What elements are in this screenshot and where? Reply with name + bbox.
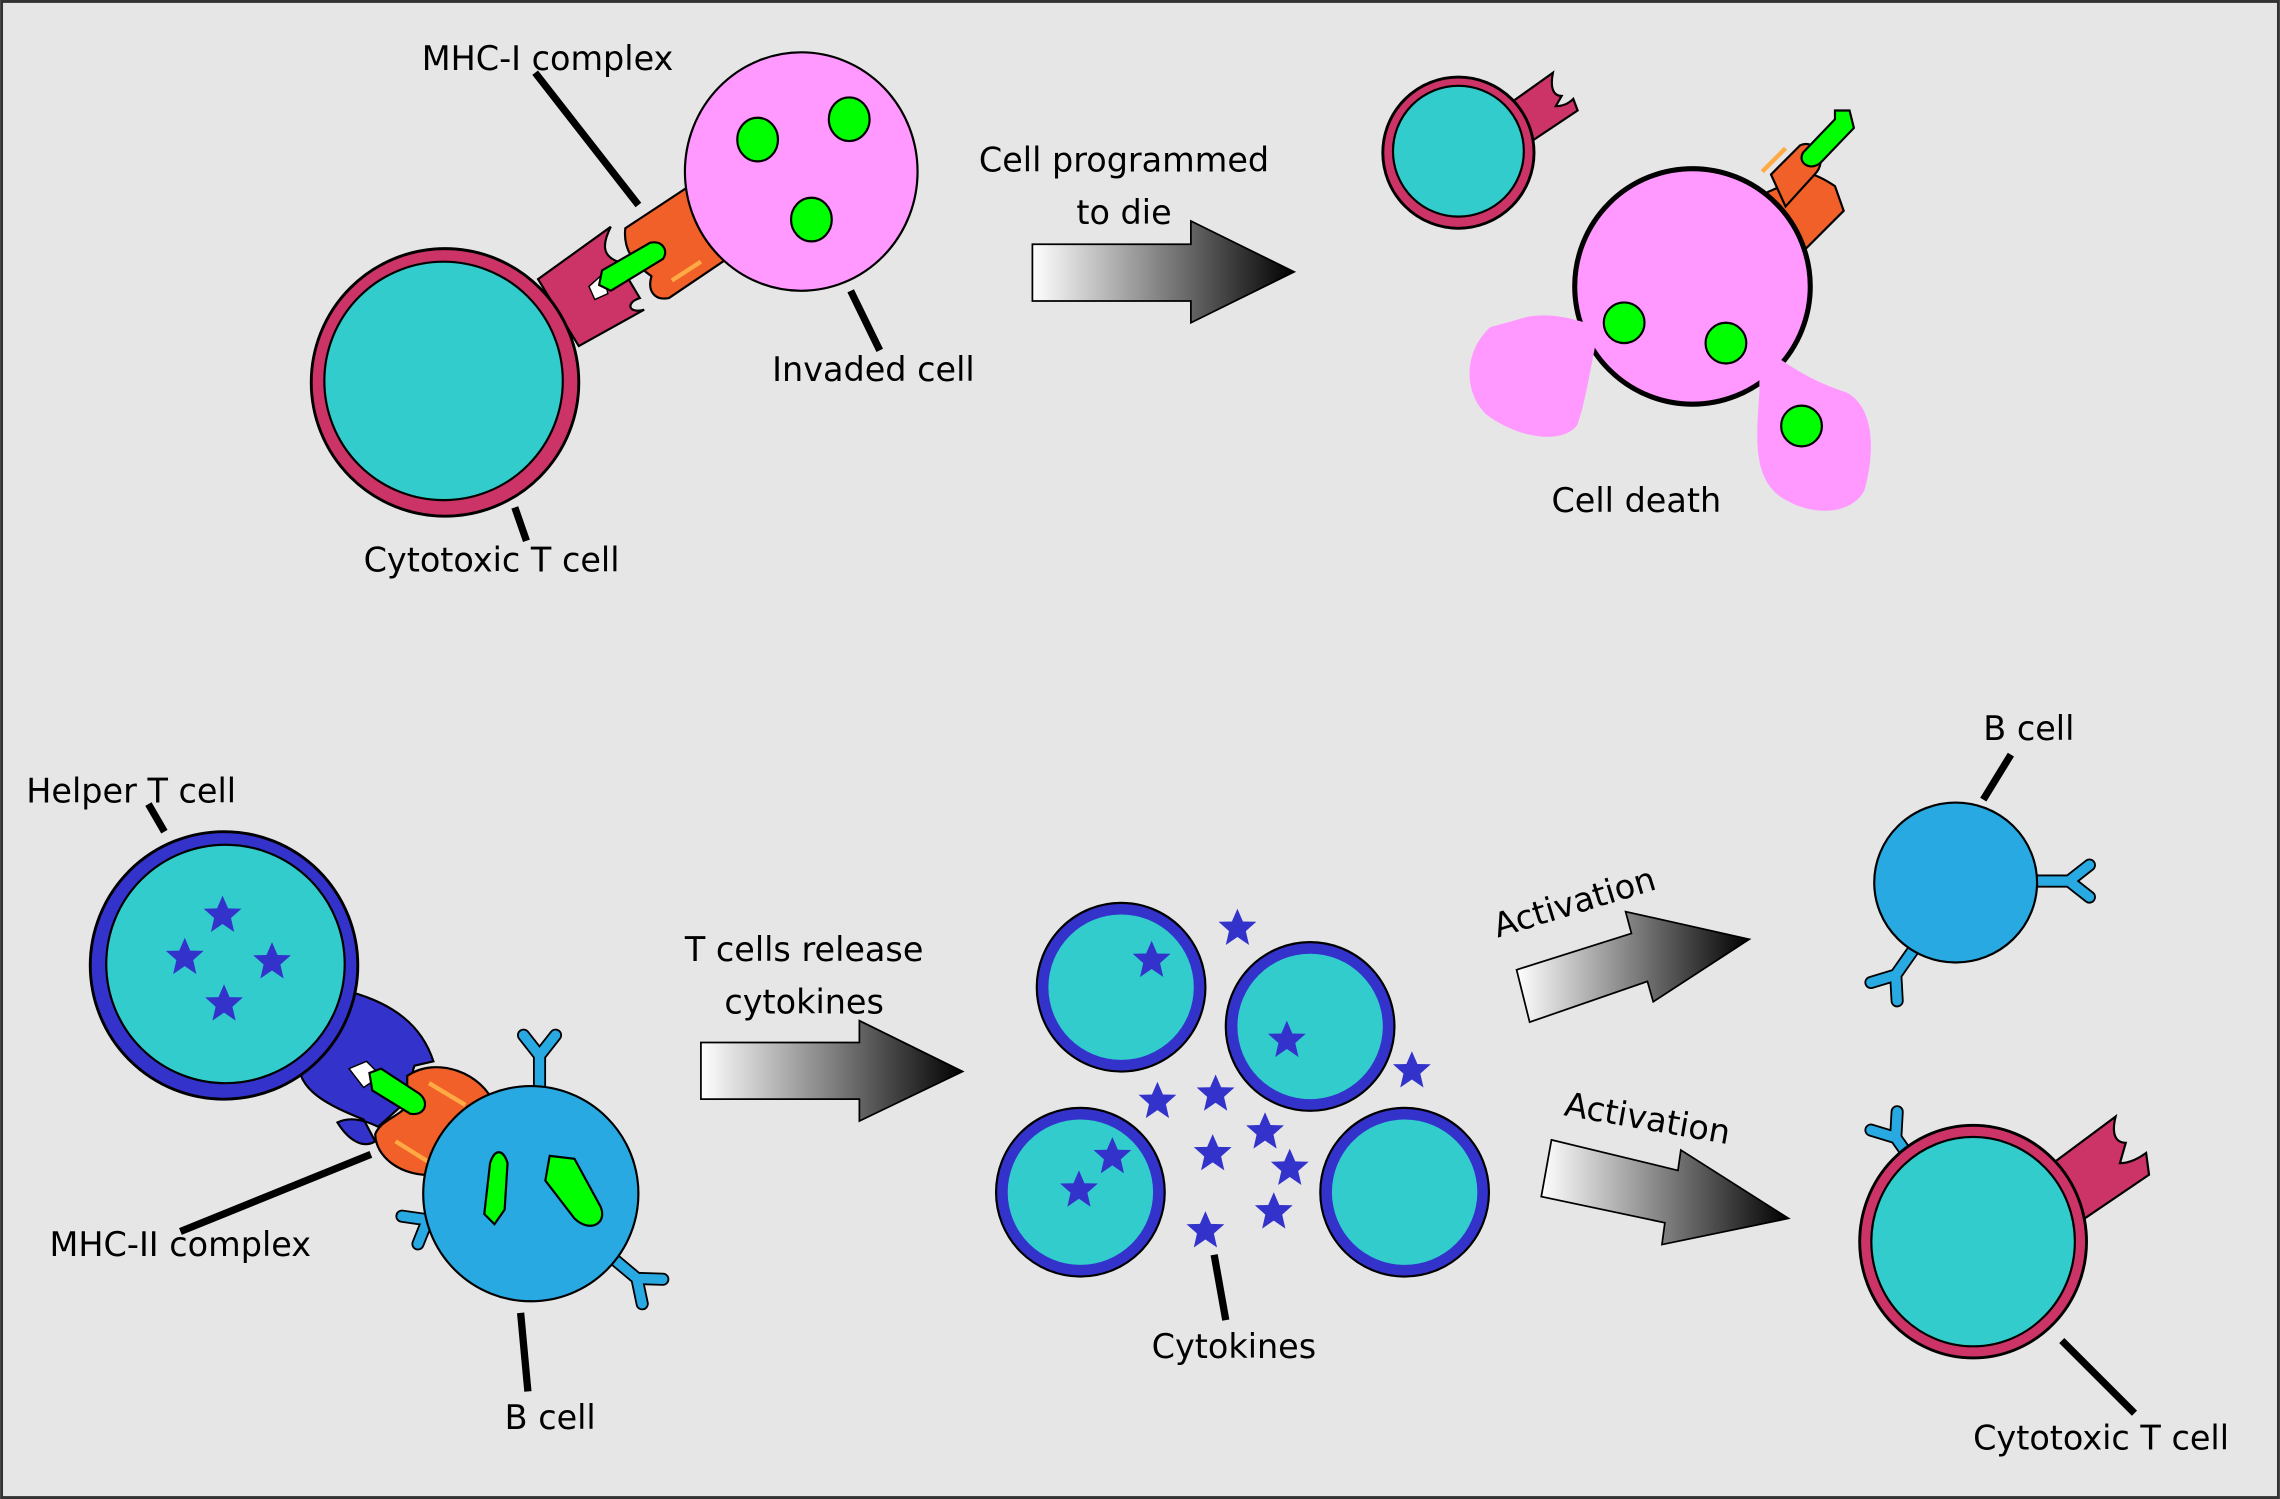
leader-line bbox=[511, 506, 530, 543]
leader-line bbox=[2059, 1337, 2138, 1416]
leader-line bbox=[847, 289, 884, 352]
pathogen bbox=[1780, 404, 1823, 448]
label-process-line1: Cell programmed bbox=[979, 141, 1269, 180]
leader-line bbox=[1980, 752, 2015, 802]
dying-cell bbox=[1469, 109, 1871, 511]
label-result-cytotoxic-t-cell: Cytotoxic T cell bbox=[1973, 1419, 2229, 1458]
label-helper-t-cell: Helper T cell bbox=[26, 772, 236, 811]
label-b-cell: B cell bbox=[505, 1398, 596, 1437]
label-cytokines: Cytokines bbox=[1152, 1327, 1317, 1366]
pathogen bbox=[1602, 301, 1646, 345]
leader-line bbox=[145, 802, 168, 834]
leader-line bbox=[517, 1312, 532, 1392]
label-cytotoxic-t-cell: Cytotoxic T cell bbox=[364, 540, 620, 579]
leader-line bbox=[179, 1151, 373, 1235]
t-cell-cluster bbox=[994, 901, 1491, 1278]
cell-debris bbox=[1469, 315, 1600, 437]
label-cell-death: Cell death bbox=[1551, 481, 1721, 520]
leader-line bbox=[532, 70, 642, 208]
pathogen bbox=[1704, 321, 1748, 365]
label-process-line2: to die bbox=[1076, 193, 1171, 232]
top-panel: MHC-I complex Invaded cell Cytotoxic T c… bbox=[309, 39, 1871, 579]
b-cell-presenting bbox=[402, 1035, 663, 1304]
label-result-b-cell: B cell bbox=[1983, 709, 2074, 748]
detached-cytotoxic-t-cell bbox=[1381, 70, 1579, 230]
cytotoxic-t-cell bbox=[309, 225, 645, 518]
bottom-panel: Helper T cell MHC-II complex B cell T ce… bbox=[26, 709, 2229, 1458]
leader-line bbox=[1210, 1254, 1230, 1321]
label-process-line2: cytokines bbox=[724, 982, 884, 1021]
pathogen bbox=[736, 116, 780, 163]
pathogen bbox=[789, 196, 833, 243]
process-arrow bbox=[700, 1019, 965, 1123]
activated-b-cell bbox=[1871, 801, 2089, 1183]
label-process-line1: T cells release bbox=[684, 930, 924, 969]
pathogen bbox=[827, 96, 871, 143]
helper-t-cell bbox=[88, 830, 435, 1146]
activated-cytotoxic-t-cell bbox=[1858, 1113, 2151, 1360]
label-mhc1-complex: MHC-I complex bbox=[422, 39, 674, 78]
activation-arrow-to-b-cell bbox=[1515, 910, 1752, 1024]
label-invaded-cell: Invaded cell bbox=[772, 350, 975, 389]
process-arrow bbox=[1031, 219, 1297, 325]
activation-arrow-to-cytotoxic bbox=[1540, 1138, 1791, 1246]
invaded-cell bbox=[683, 51, 919, 292]
label-mhc2-complex: MHC-II complex bbox=[50, 1225, 311, 1264]
